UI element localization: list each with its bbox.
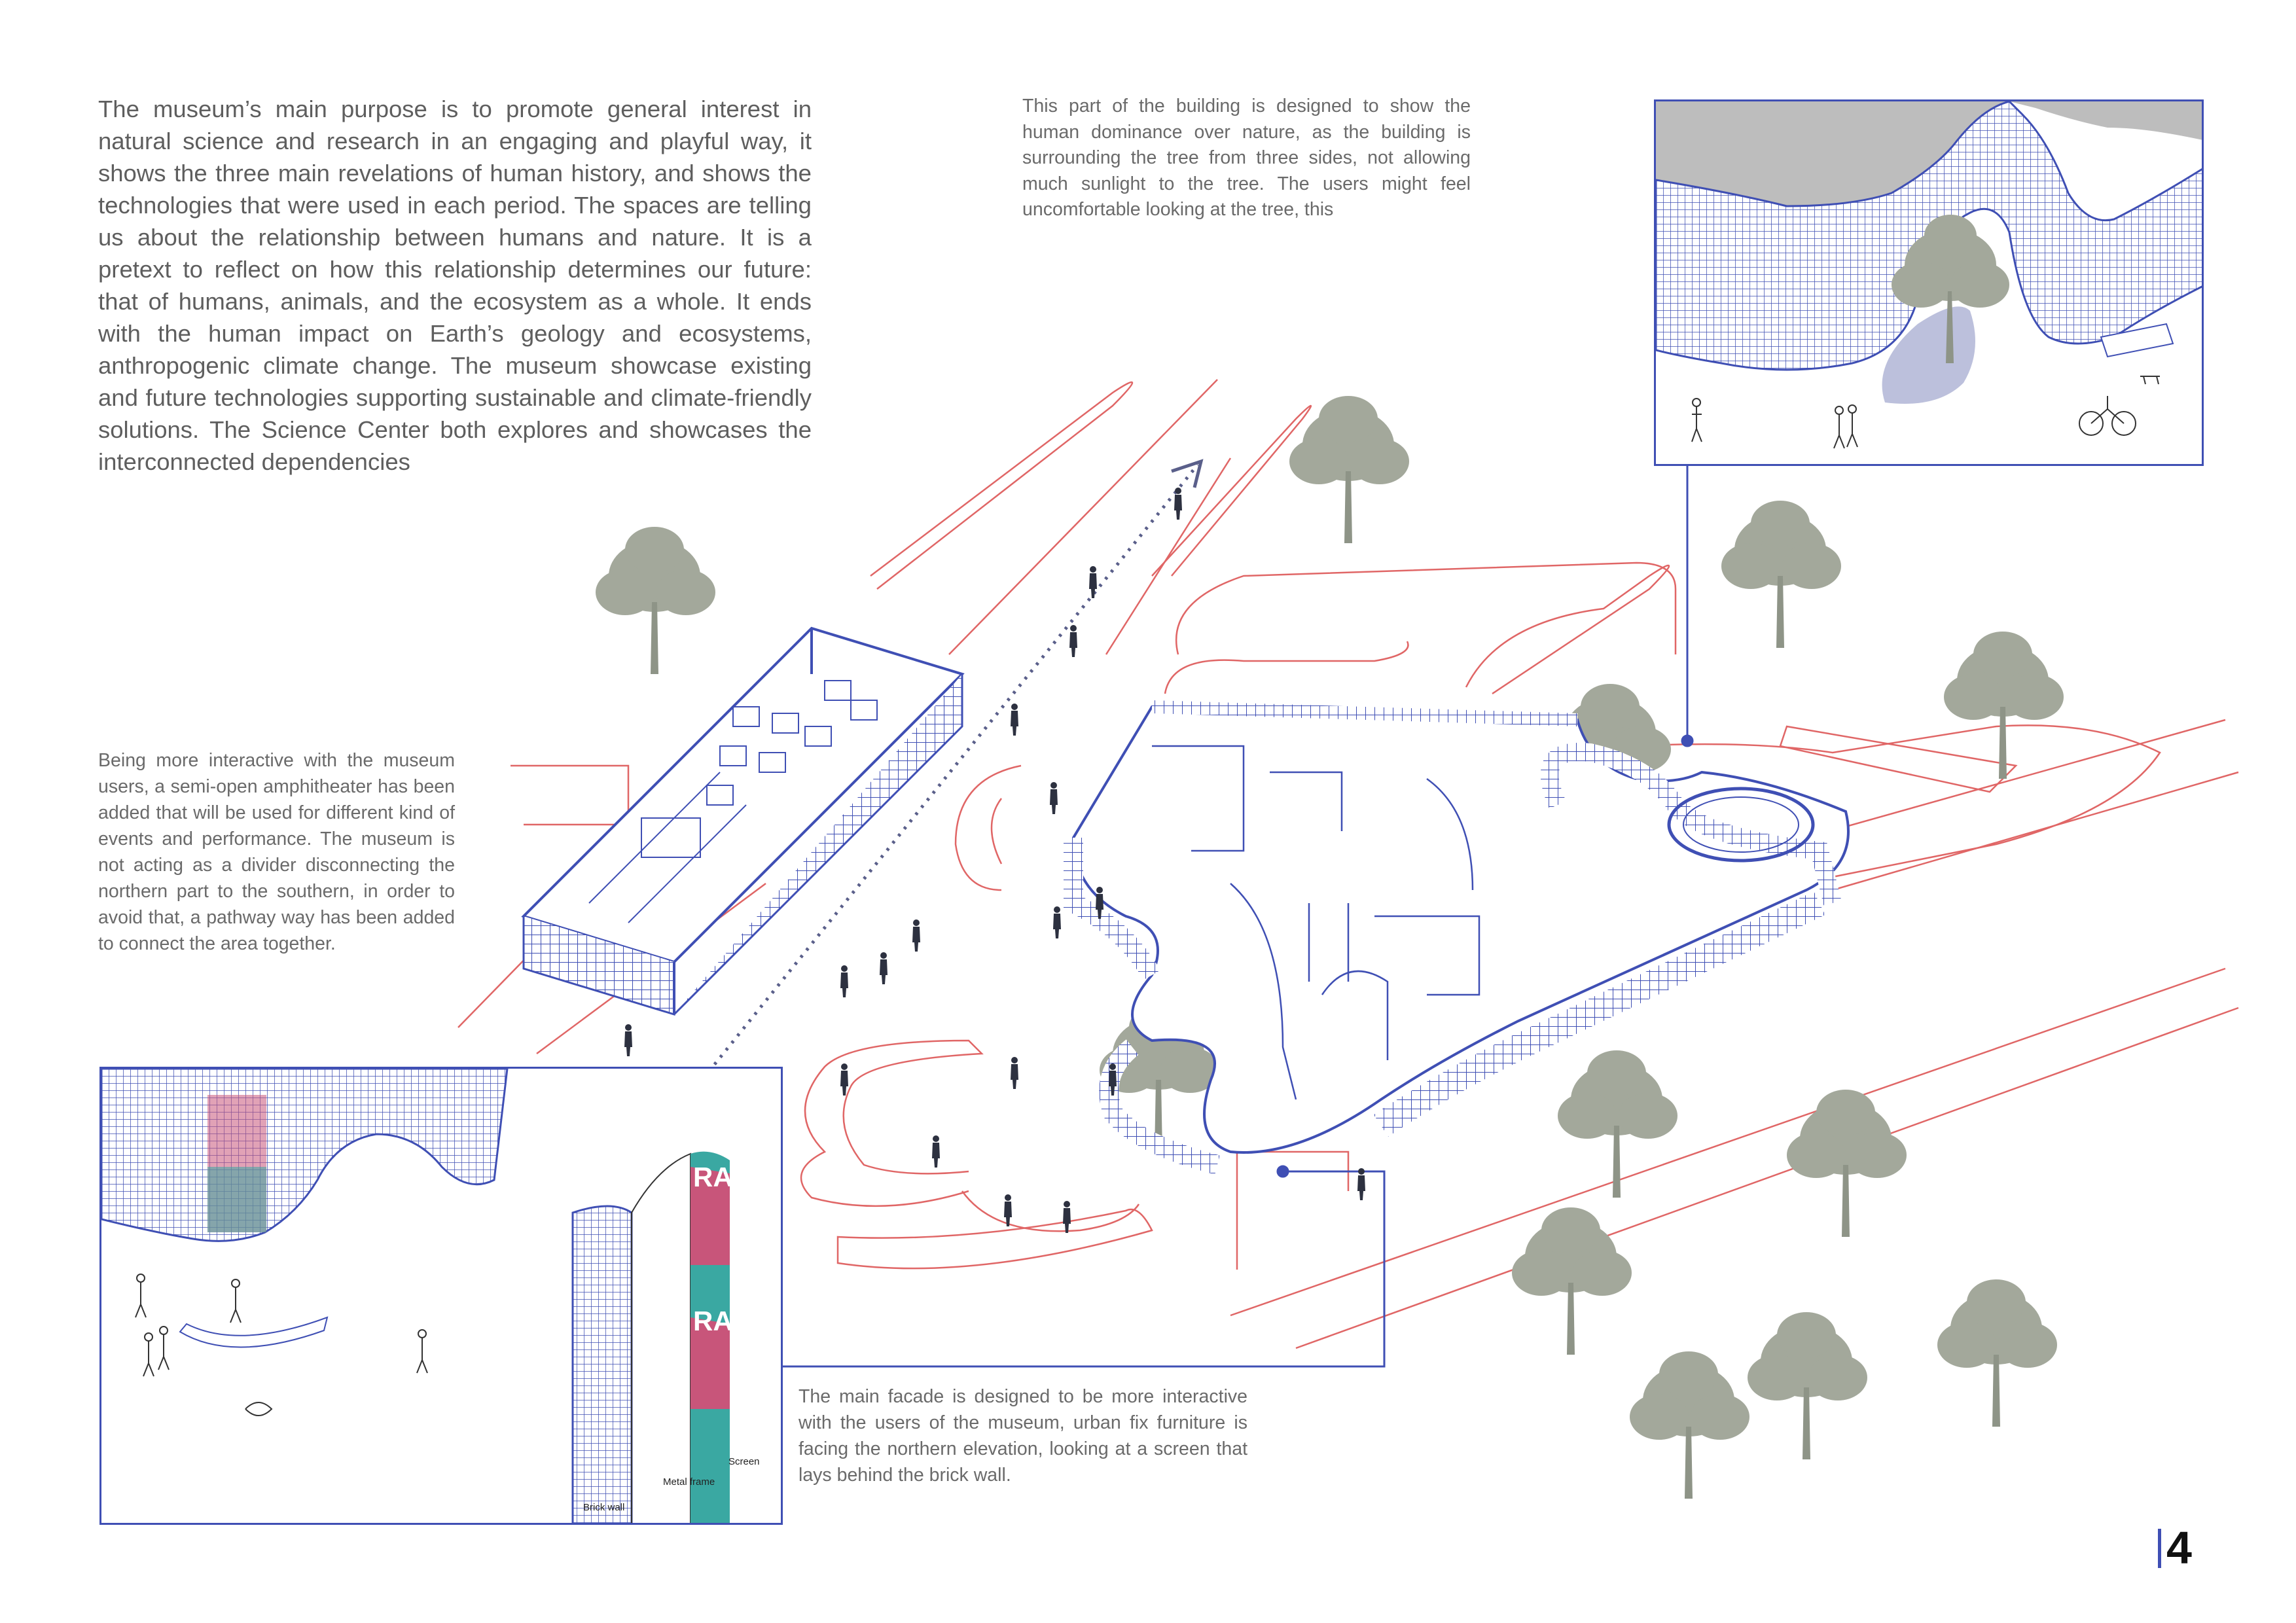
amphitheater-bench bbox=[961, 1190, 1140, 1232]
tree-icon-2 bbox=[1289, 396, 1409, 543]
tree-icon-9 bbox=[1937, 1279, 2057, 1427]
tree-icon-8 bbox=[1748, 1312, 1867, 1459]
screen-detail: RA RA bbox=[691, 1151, 733, 1523]
metal-frame-label: Metal frame bbox=[663, 1476, 715, 1488]
amphitheater-note: Being more interactive with the museum u… bbox=[98, 750, 455, 954]
facade-detail-inset: RA RA Screen Metal frame Brick wall bbox=[99, 1067, 783, 1525]
page-number-bar bbox=[2158, 1529, 2161, 1568]
inset-figures bbox=[1691, 376, 2160, 449]
tree-icon-10 bbox=[1630, 1351, 1749, 1499]
intro-paragraph: The museum’s main purpose is to promote … bbox=[98, 96, 812, 475]
metal-frame-detail bbox=[631, 1152, 691, 1523]
callout-lines bbox=[783, 466, 1694, 1368]
brick-wall-detail bbox=[571, 1205, 633, 1523]
tree-icon-6 bbox=[1787, 1090, 1907, 1237]
inset-tree-icon bbox=[1892, 215, 2009, 363]
screen-poster-letters-bottom: RA bbox=[693, 1306, 733, 1336]
tree-icon-1 bbox=[596, 527, 715, 674]
tree-courtyard-note: This part of the building is designed to… bbox=[1022, 96, 1471, 220]
brick-wall-label: Brick wall bbox=[583, 1502, 625, 1513]
tree-icon-5 bbox=[1558, 1050, 1677, 1198]
museum-building bbox=[1064, 700, 1850, 1175]
tree-courtyard-drawing bbox=[1656, 101, 2202, 449]
tree-icon-3 bbox=[1721, 501, 1841, 648]
north-building bbox=[521, 626, 965, 1016]
facade-detail-drawing: RA RA bbox=[101, 1069, 733, 1523]
screen-label: Screen bbox=[728, 1456, 760, 1467]
page-number: 4 bbox=[2166, 1522, 2192, 1573]
facade-inset-figures bbox=[135, 1274, 428, 1416]
facade-note: The main facade is designed to be more i… bbox=[798, 1386, 1247, 1486]
tree-courtyard-inset bbox=[1654, 99, 2204, 466]
tree-icon-7 bbox=[1512, 1207, 1632, 1355]
screen-poster-letters-top: RA bbox=[693, 1162, 733, 1192]
